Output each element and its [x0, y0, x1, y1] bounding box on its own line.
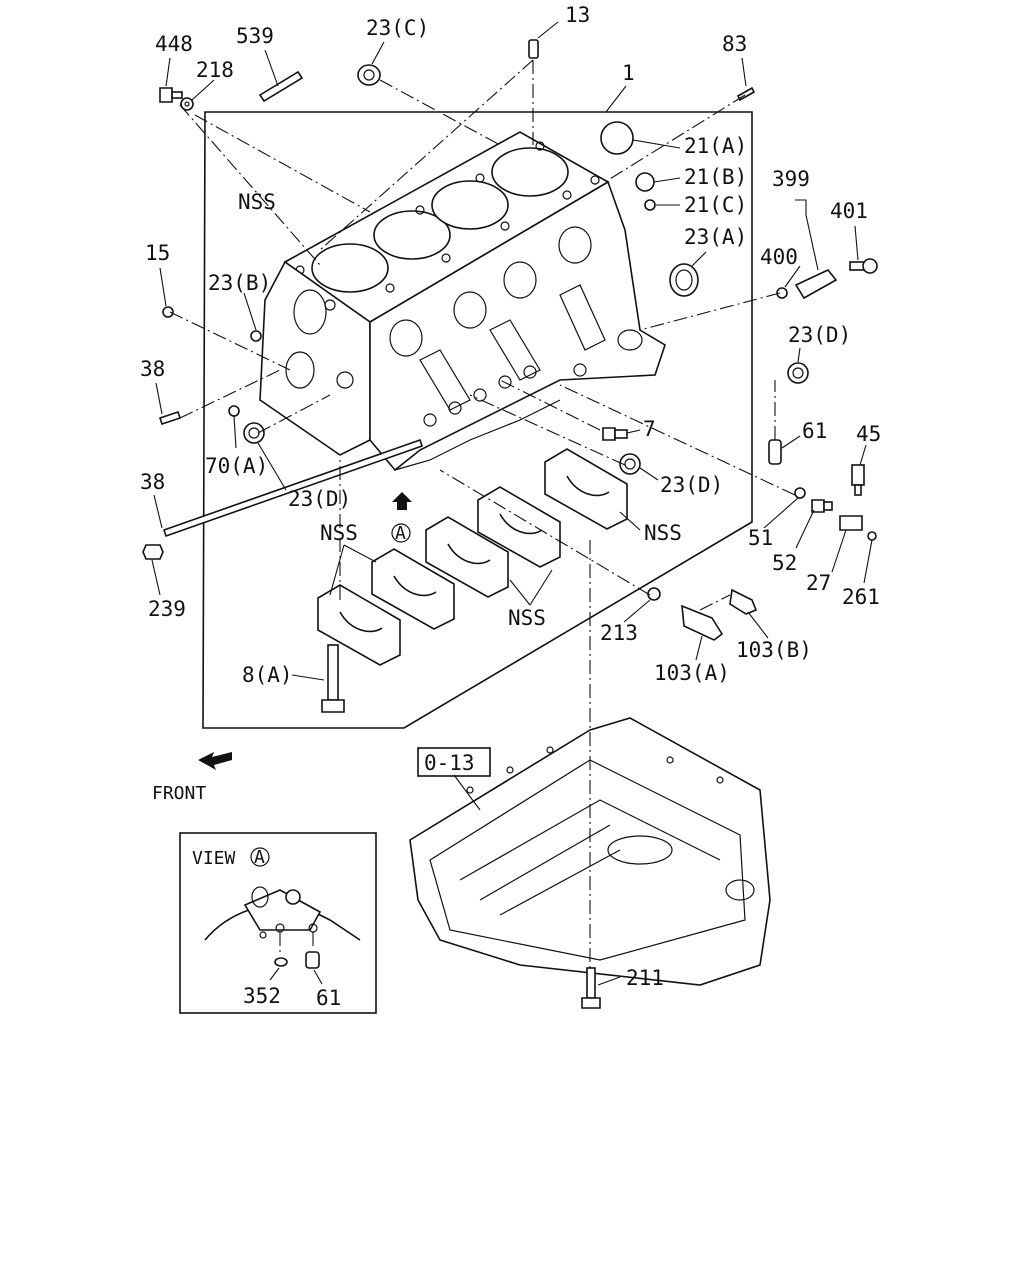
switch-45 [851, 464, 865, 496]
label-1: 1 [622, 61, 635, 85]
washer-218 [180, 97, 194, 111]
assembly-frame [202, 111, 753, 729]
label-23d-left: 23(D) [288, 487, 351, 511]
bearing-cap-5 [544, 448, 628, 530]
plug-21b [635, 172, 655, 192]
label-15: 15 [145, 241, 170, 265]
label-211: 211 [626, 966, 664, 990]
oil-pan-bolt [581, 967, 601, 1009]
label-213: 213 [600, 621, 638, 645]
seal-23a [669, 263, 699, 297]
label-23c: 23(C) [366, 16, 429, 40]
washer-213 [647, 587, 661, 601]
label-nss-top: NSS [238, 190, 276, 214]
inset-marker: A [254, 847, 265, 868]
label-61-right: 61 [802, 419, 827, 443]
label-52: 52 [772, 551, 797, 575]
seal-23d-mid [619, 453, 641, 475]
label-8a: 8(A) [242, 663, 293, 687]
label-70a: 70(A) [205, 454, 268, 478]
washer-51 [794, 487, 806, 499]
inset-label-61: 61 [316, 986, 341, 1010]
dowel-13 [528, 39, 539, 59]
label-23a: 23(A) [684, 225, 747, 249]
pin-38-upper [158, 410, 182, 426]
label-nss-bottom: NSS [508, 606, 546, 630]
rod-38-lower [162, 438, 424, 538]
label-103a: 103(A) [654, 661, 730, 685]
main-bearing-bolt [321, 644, 345, 713]
seal-23c [357, 64, 381, 86]
label-21a: 21(A) [684, 134, 747, 158]
bolt-7 [602, 427, 628, 441]
stud-539 [258, 70, 304, 103]
pin-61-right [768, 439, 782, 465]
sensor-103a [681, 604, 724, 641]
label-nss-right: NSS [644, 521, 682, 545]
label-448: 448 [155, 32, 193, 56]
seal-23d-right [787, 362, 809, 384]
cylinder-block [259, 131, 666, 472]
label-103b: 103(B) [736, 638, 812, 662]
plug-21a [600, 121, 634, 155]
label-13: 13 [565, 3, 590, 27]
label-401: 401 [830, 199, 868, 223]
bearing-cap-2 [371, 548, 455, 630]
oil-pan [409, 717, 771, 986]
label-nss-left: NSS [320, 521, 358, 545]
callout-labels: 448 539 23(C) 13 83 218 1 21(A) 21(B) 21… [140, 3, 881, 1010]
bearing-cap-1 [317, 584, 401, 666]
label-539: 539 [236, 24, 274, 48]
inset-view-a [179, 832, 377, 1014]
label-51: 51 [748, 526, 773, 550]
bearing-cap-4 [477, 486, 561, 568]
label-21b: 21(B) [684, 165, 747, 189]
label-83: 83 [722, 32, 747, 56]
alignment-dash-lines [169, 59, 796, 968]
label-38-lower: 38 [140, 470, 165, 494]
label-7: 7 [643, 417, 656, 441]
bolt-401 [849, 258, 878, 274]
plug-23b [250, 330, 262, 342]
view-a-marker-circle [391, 523, 411, 543]
label-261: 261 [842, 585, 880, 609]
label-23d-mid: 23(D) [660, 473, 723, 497]
inset-title: VIEW [192, 848, 236, 869]
ref-box-0-13 [417, 747, 491, 777]
label-23d-right: 23(D) [788, 323, 851, 347]
plug-15 [162, 306, 174, 318]
label-23b: 23(B) [208, 271, 271, 295]
inset-label-352: 352 [243, 984, 281, 1008]
plug-261 [867, 531, 877, 541]
label-27: 27 [806, 571, 831, 595]
label-0-13: 0-13 [424, 751, 475, 775]
sensor-399 [794, 269, 838, 300]
label-218: 218 [196, 58, 234, 82]
bolt-448 [159, 87, 183, 103]
leader-lines [151, 21, 873, 986]
label-21c: 21(C) [684, 193, 747, 217]
label-45: 45 [856, 422, 881, 446]
label-view-a-marker: A [395, 523, 406, 544]
sensor-103b [729, 588, 758, 615]
label-400: 400 [760, 245, 798, 269]
label-399: 399 [772, 167, 810, 191]
adapter-27 [839, 515, 863, 531]
nut-239 [142, 544, 164, 560]
label-239: 239 [148, 597, 186, 621]
label-38-upper: 38 [140, 357, 165, 381]
label-front: FRONT [152, 783, 206, 804]
plug-52 [811, 499, 833, 513]
seal-23d-left [243, 422, 265, 444]
bearing-cap-3 [425, 516, 509, 598]
plug-70a [228, 405, 240, 417]
view-a-arrow [392, 492, 412, 510]
plug-21c [644, 199, 656, 211]
front-arrow [198, 752, 232, 770]
o-ring-400 [776, 287, 788, 299]
